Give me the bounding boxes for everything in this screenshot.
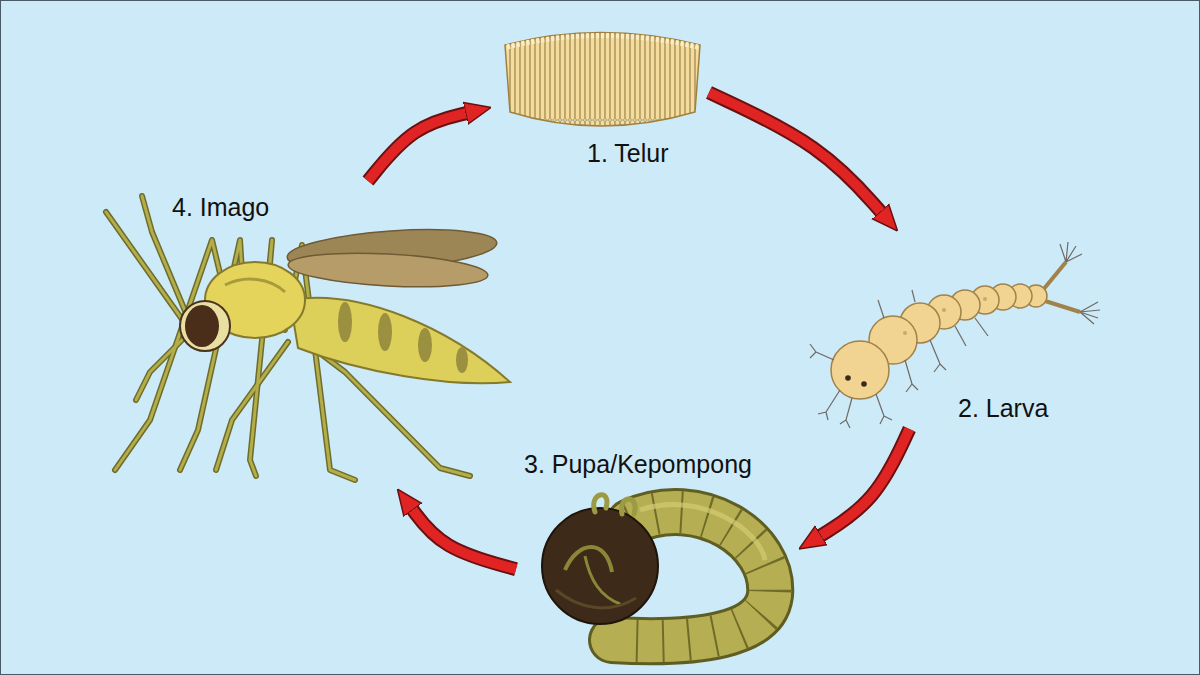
stage-label: 2. Larva [958,393,1048,423]
arrow-body [818,429,910,537]
cycle-arrow [368,112,470,181]
stage-node: 2. Larva [815,235,1110,425]
larva-figure [810,242,1100,428]
stage-label: 3. Pupa/Kepompong [524,449,752,479]
cycle-arrow [410,507,516,569]
stage-label: 4. Imago [172,192,269,222]
stage-node: 4. Imago [95,185,515,485]
arrow-outline [709,93,883,215]
arrow-body [709,93,883,215]
cycle-arrow [709,93,883,215]
mosquito-figure [106,196,510,480]
cycle-arrow [818,429,910,537]
stage-label: 1. Telur [587,138,669,168]
stage-node: 3. Pupa/Kepompong [520,448,795,650]
pupa-figure [542,495,770,641]
arrow-outline [818,429,910,537]
stage-node: 1. Telur [495,25,705,175]
arrow-outline [410,507,516,569]
arrow-body [410,507,516,569]
arrow-body [368,112,470,181]
egg-raft [505,33,700,127]
arrow-outline [368,112,470,181]
